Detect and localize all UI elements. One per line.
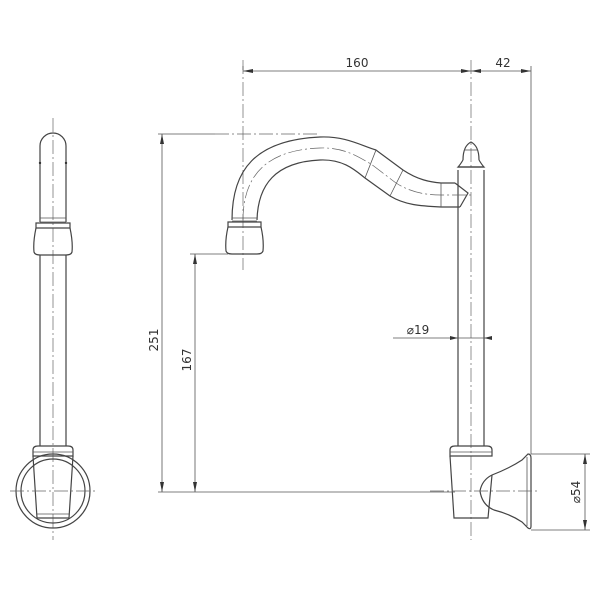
- arrow-251-bottom: [160, 482, 164, 492]
- arrow-19-left: [450, 336, 458, 340]
- spout-joint: [454, 182, 469, 208]
- arrow-251-top: [160, 134, 164, 144]
- arrow-160-right: [461, 69, 471, 73]
- side-view-top-cap: [39, 132, 67, 222]
- side-view-flange-inner: [20, 458, 86, 524]
- arrow-167-top: [193, 254, 197, 264]
- spout-centerline: [242, 147, 471, 221]
- arrow-167-bottom: [193, 482, 197, 492]
- arrow-19-right: [484, 336, 492, 340]
- finial-dome: [462, 141, 480, 161]
- side-view-pin-right: [64, 161, 68, 165]
- arrow-160-left: [243, 69, 253, 73]
- arrow-42-left: [471, 69, 481, 73]
- spout-segment-line-1: [364, 149, 377, 179]
- side-view: [10, 118, 96, 540]
- side-view-lower-collar: [32, 445, 74, 457]
- arrow-54-bottom: [583, 520, 587, 530]
- spout-outer-edge: [231, 136, 455, 221]
- outlet-aerator: [225, 226, 264, 255]
- lower-body: [449, 455, 493, 519]
- arrow-54-top: [583, 454, 587, 464]
- side-view-lower-body: [32, 455, 74, 519]
- spout-inner-edge: [256, 159, 460, 221]
- lower-body-collar: [449, 445, 493, 457]
- side-view-pin-left: [38, 161, 42, 165]
- dimensions: [158, 66, 590, 531]
- side-view-collar-body: [33, 227, 73, 256]
- arrow-42-right: [521, 69, 531, 73]
- outlet-collar: [227, 221, 262, 228]
- front-view: [225, 60, 540, 540]
